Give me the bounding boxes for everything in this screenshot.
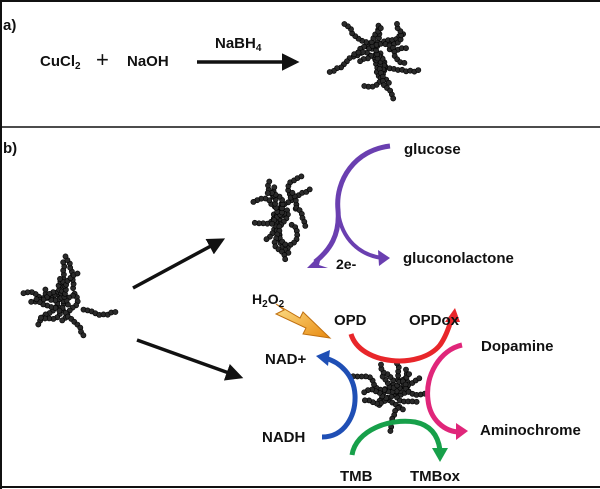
h2o2-h: H <box>252 291 263 307</box>
cluster-bead <box>403 45 409 52</box>
dopamine-arrow <box>425 342 468 440</box>
label-opdox: OPDox <box>409 312 460 329</box>
reagent-nabh4: NaBH4 <box>215 36 261 54</box>
panel-a-label: a) <box>3 17 17 34</box>
cluster-bead <box>289 189 296 196</box>
cluster-bead <box>250 198 257 205</box>
label-nad-plus: NAD+ <box>265 351 307 368</box>
cluster-bead <box>326 69 333 75</box>
cluster-bead <box>80 332 87 339</box>
cluster-bead <box>394 20 400 27</box>
cluster-bead <box>385 79 392 86</box>
nanocluster-oxidase <box>250 173 313 263</box>
arrow-to-peroxidase <box>136 338 244 381</box>
cluster-bead <box>59 317 66 324</box>
nadh-arrow <box>316 350 358 440</box>
cluster-bead <box>28 298 35 305</box>
arrow-to-oxidase <box>132 238 226 290</box>
cluster-bead <box>33 296 40 303</box>
cluster-bead <box>401 60 408 66</box>
nanocluster-source <box>20 253 119 339</box>
reactant-naoh: NaOH <box>127 53 169 70</box>
cluster-bead <box>387 428 394 434</box>
h2o2-arrow <box>274 303 332 339</box>
cluster-bead <box>416 375 423 382</box>
cluster-bead <box>56 307 63 314</box>
h2o2-sub2: 2 <box>278 299 285 310</box>
label-opd: OPD <box>334 312 367 329</box>
cluster-bead <box>361 389 368 396</box>
h2o2-sub1: 2 <box>262 299 268 310</box>
cluster-bead <box>263 236 270 243</box>
cluster-bead <box>406 371 412 377</box>
cluster-bead <box>269 220 275 227</box>
cluster-bead <box>390 95 397 102</box>
plus-sign: + <box>96 47 109 72</box>
label-aminochrome: Aminochrome <box>480 422 581 439</box>
cluster-bead <box>112 309 119 315</box>
cluster-bead <box>74 270 81 277</box>
cluster-bead <box>357 58 363 65</box>
label-tmb: TMB <box>340 468 373 485</box>
cluster-bead <box>38 314 44 321</box>
reactant-cucl2: CuCl2 <box>40 54 81 72</box>
label-tmbox: TMBox <box>410 468 460 485</box>
cluster-bead <box>355 49 362 56</box>
cluster-bead <box>403 366 409 373</box>
reactant-cucl2-base: CuCl <box>40 53 75 70</box>
panel-b-label: b) <box>3 140 18 157</box>
cluster-bead <box>378 361 384 368</box>
oxidase-arrow <box>307 143 391 268</box>
cluster-bead <box>271 184 278 191</box>
cluster-bead <box>413 398 420 405</box>
h2o2-o: O <box>267 291 279 307</box>
label-nadh: NADH <box>262 429 306 446</box>
nanocluster-peroxidase <box>350 360 428 434</box>
label-dopamine: Dopamine <box>481 338 554 355</box>
label-2e: 2e- <box>336 256 357 272</box>
cluster-bead <box>264 190 271 196</box>
cluster-bead <box>251 219 258 226</box>
cluster-bead <box>341 21 348 27</box>
reagent-sub: 4 <box>255 43 262 54</box>
cluster-bead <box>399 406 406 413</box>
cluster-bead <box>282 241 289 248</box>
opd-arrow <box>348 308 460 364</box>
label-h2o2: H2O2 <box>252 292 284 310</box>
nanocluster-product <box>326 20 422 102</box>
reactant-cucl2-sub: 2 <box>75 61 81 72</box>
cluster-bead <box>377 25 384 32</box>
cluster-bead <box>42 286 49 293</box>
cluster-bead <box>361 83 368 89</box>
cluster-bead <box>302 222 309 229</box>
cluster-bead <box>298 173 305 180</box>
cluster-bead <box>282 256 289 263</box>
cluster-bead <box>415 67 422 73</box>
cluster-bead <box>20 290 27 297</box>
cluster-bead <box>57 275 63 282</box>
tmb-arrow <box>349 418 448 462</box>
cluster-bead <box>361 397 368 404</box>
reagent-base: NaBH <box>215 35 256 52</box>
cluster-bead <box>306 186 313 193</box>
cluster-bead <box>35 321 42 328</box>
label-gluconolactone: gluconolactone <box>403 250 514 267</box>
cluster-bead <box>266 178 273 185</box>
label-glucose: glucose <box>404 141 461 158</box>
cluster-bead <box>62 253 69 260</box>
